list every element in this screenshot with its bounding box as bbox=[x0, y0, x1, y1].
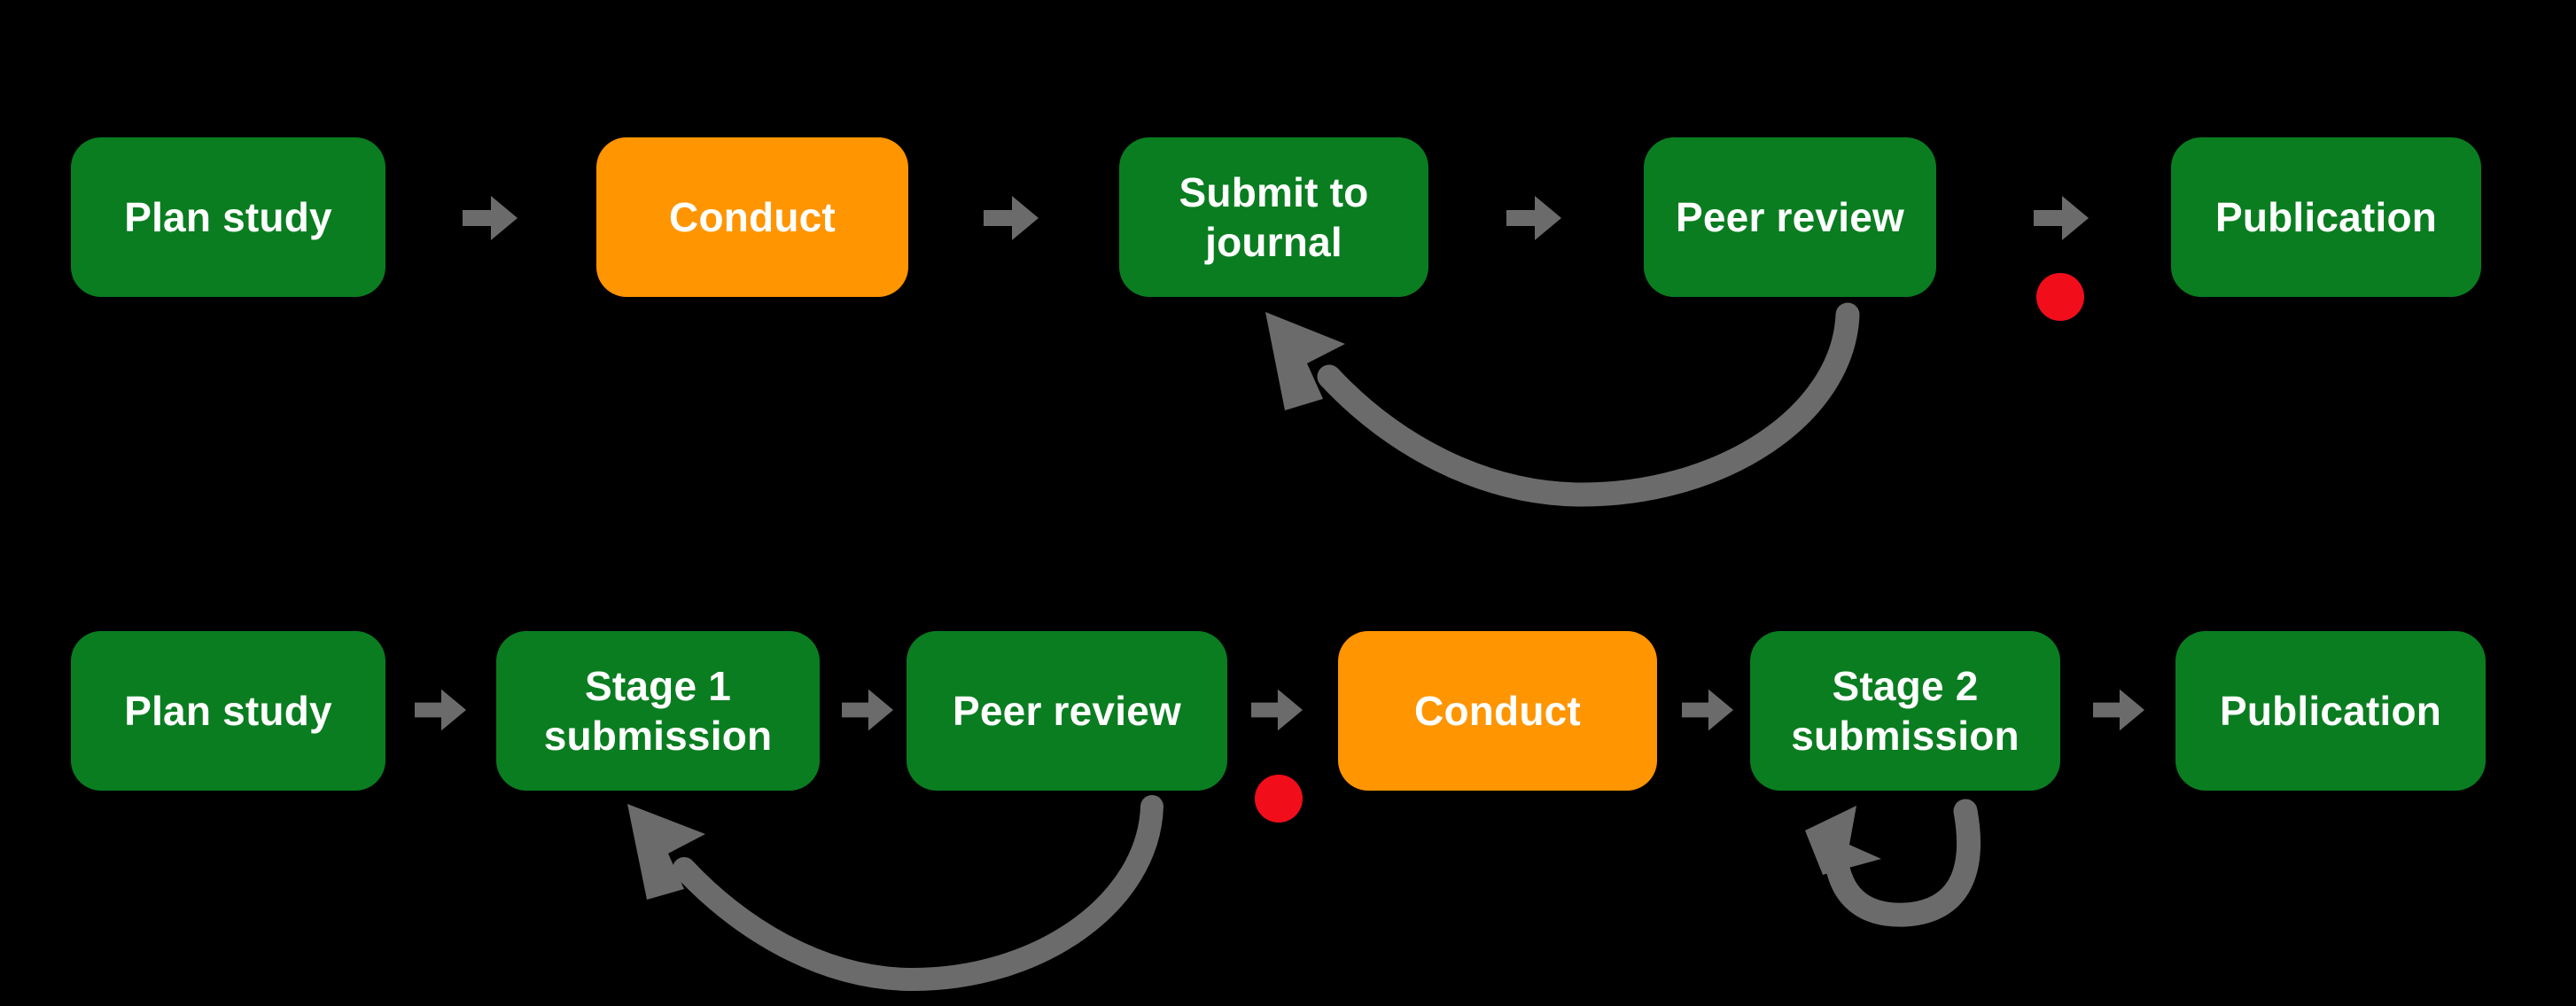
arrow-right-icon-r2-5 bbox=[2093, 684, 2144, 736]
node-r2-publication[interactable]: Publication bbox=[2175, 631, 2486, 791]
node-r2-stage-1-submission[interactable]: Stage 1 submission bbox=[496, 631, 820, 791]
red-dot-indicator-r1 bbox=[2036, 273, 2084, 321]
arrow-right-icon-r2-1 bbox=[415, 684, 466, 736]
node-r1-conduct[interactable]: Conduct bbox=[596, 137, 908, 297]
arrow-right-icon-r1-1 bbox=[463, 191, 518, 246]
curved-feedback-arrow-r1-revision-loop bbox=[1223, 292, 1896, 523]
node-r2-stage-2-submission[interactable]: Stage 2 submission bbox=[1750, 631, 2060, 791]
arrow-right-icon-r2-4 bbox=[1682, 684, 1733, 736]
curved-feedback-arrow-r2-stage1-revision-loop bbox=[603, 784, 1223, 1006]
node-r2-conduct[interactable]: Conduct bbox=[1338, 631, 1657, 791]
node-r2-plan-study[interactable]: Plan study bbox=[71, 631, 385, 791]
node-r1-publication[interactable]: Publication bbox=[2171, 137, 2481, 297]
arrow-right-icon-r1-3 bbox=[1506, 191, 1561, 246]
arrow-right-icon-r1-2 bbox=[984, 191, 1039, 246]
arrow-right-icon-r1-4 bbox=[2034, 191, 2089, 246]
arrow-right-icon-r2-2 bbox=[842, 684, 893, 736]
arrow-right-icon-r2-3 bbox=[1251, 684, 1303, 736]
red-dot-indicator-r2 bbox=[1255, 775, 1303, 823]
node-r2-peer-review[interactable]: Peer review bbox=[907, 631, 1227, 791]
node-r1-plan-study[interactable]: Plan study bbox=[71, 137, 385, 297]
curved-feedback-arrow-r2-stage2-revision-loop bbox=[1759, 793, 2051, 962]
node-r1-submit-to-journal[interactable]: Submit to journal bbox=[1119, 137, 1428, 297]
node-r1-peer-review[interactable]: Peer review bbox=[1644, 137, 1936, 297]
